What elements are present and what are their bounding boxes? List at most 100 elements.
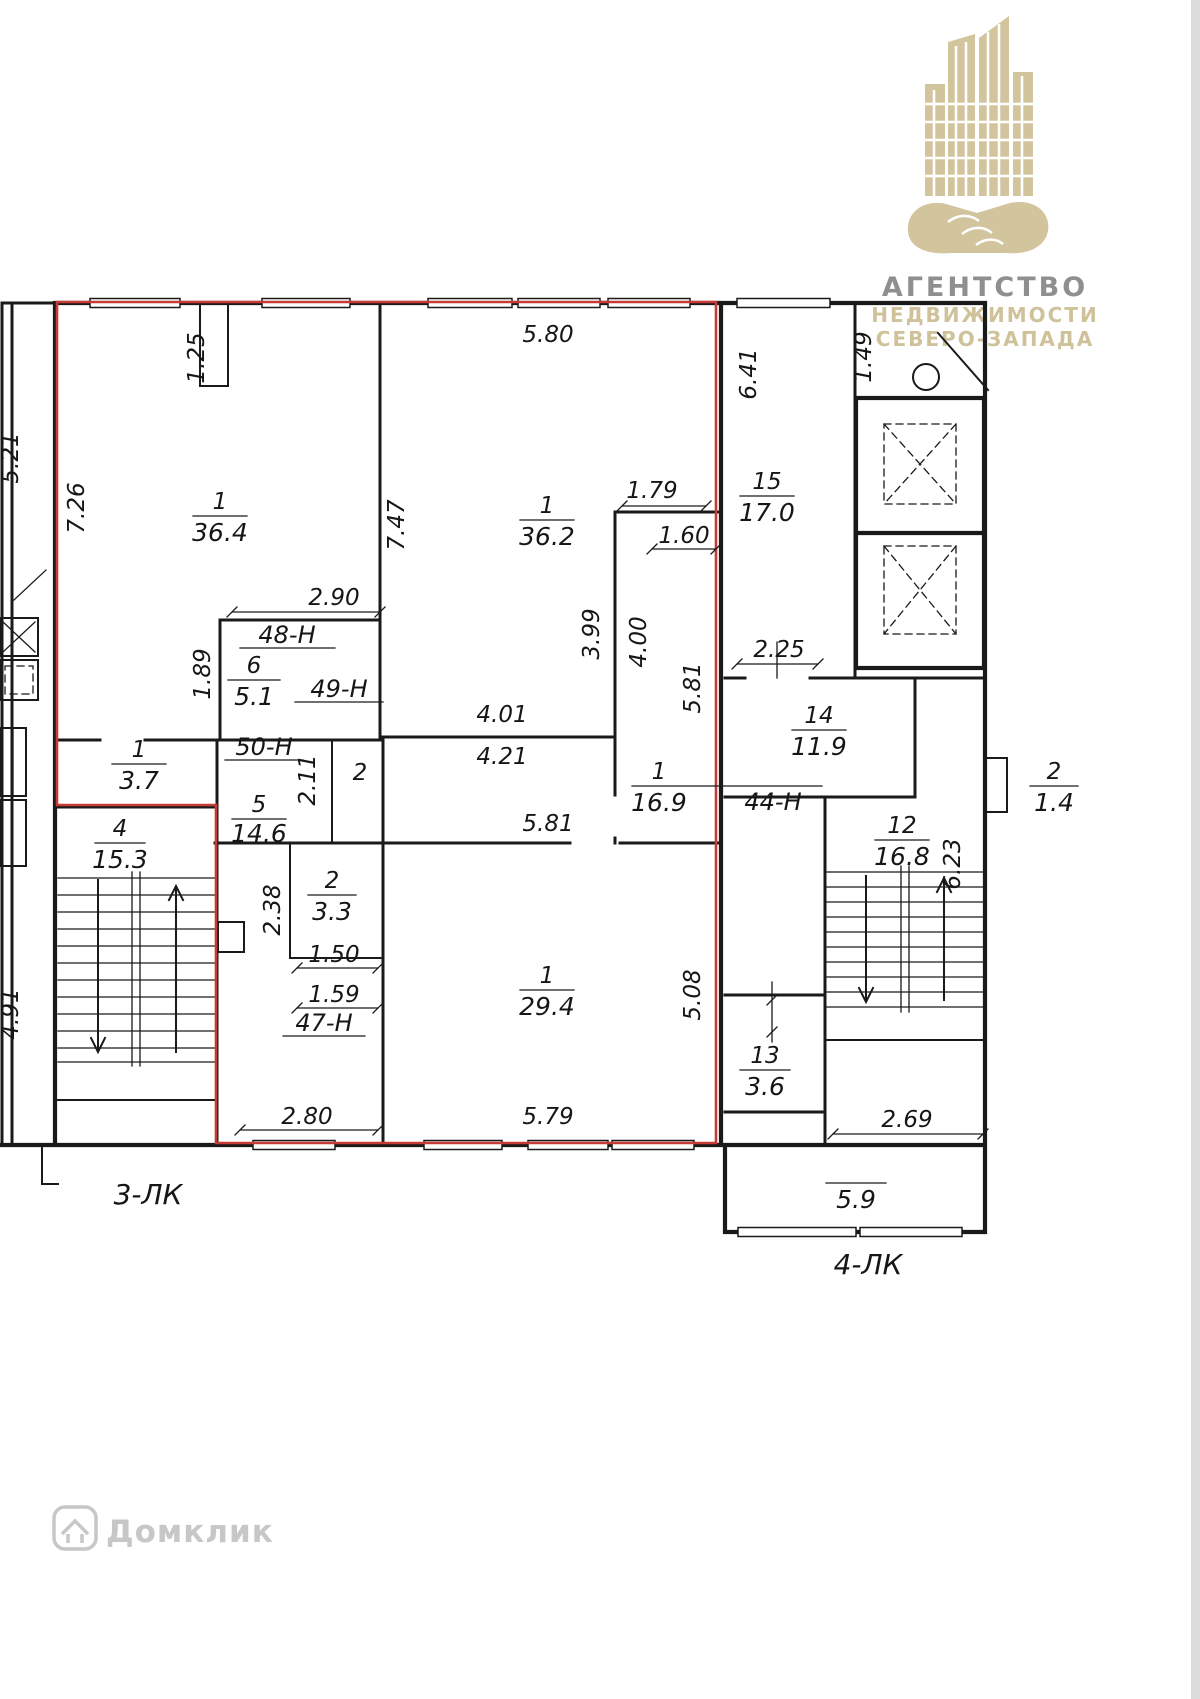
room-label-14-6: 5 14.6 xyxy=(231,792,287,848)
watermark: Домклик xyxy=(52,1505,274,1551)
room-area: 16.9 xyxy=(631,788,687,817)
room-number: 2 xyxy=(325,868,340,894)
room-number: 1 xyxy=(540,963,555,989)
up-arrow-icon xyxy=(167,883,185,902)
area-label-5-9: 5.9 xyxy=(836,1185,876,1214)
elevator-shafts xyxy=(853,363,987,671)
agency-logo: АГЕНТСТВО НЕДВИЖИМОСТИ СЕВЕРО-ЗАПАДА xyxy=(871,16,1097,351)
dim-2-69: 2.69 xyxy=(881,1107,932,1133)
dim-2-90: 2.90 xyxy=(308,585,359,611)
dim-2-25: 2.25 xyxy=(753,637,804,663)
down-arrow-icon xyxy=(89,1036,107,1055)
highlighted-apartment-outline xyxy=(55,300,718,1145)
room-area: 29.4 xyxy=(519,992,575,1021)
down-arrow-icon xyxy=(857,986,875,1005)
dim-5-81-h: 5.81 xyxy=(522,811,573,837)
room-number: 6 xyxy=(247,653,262,679)
room-label-16-8: 12 16.8 xyxy=(874,813,930,871)
room-area: 3.3 xyxy=(312,897,352,926)
room-label-15-3: 4 15.3 xyxy=(92,816,148,874)
stairs-left xyxy=(57,871,216,1067)
dim-4-91: 4.91 xyxy=(0,988,24,1039)
staircase-label-4lk: 4-ЛК xyxy=(834,1248,904,1281)
room-area: 36.2 xyxy=(519,522,575,551)
unit-label-47n: 47-Н xyxy=(295,1009,352,1037)
room-label-36-2: 1 36.2 xyxy=(519,493,575,551)
dim-6-41: 6.41 xyxy=(736,348,762,399)
room-number: 1 xyxy=(540,493,555,519)
room-number: 1 xyxy=(652,759,667,785)
dim-1-59: 1.59 xyxy=(308,982,359,1008)
room-label-17-0: 15 17.0 xyxy=(739,469,795,527)
dimension-texts-horizontal: 5.80 1.79 1.60 2.90 2.25 4.01 4.21 5.81 … xyxy=(281,322,932,1133)
right-duct xyxy=(984,757,1008,813)
dim-7-47: 7.47 xyxy=(384,499,410,551)
unit-label-49n: 49-Н xyxy=(310,675,367,703)
dim-1-60: 1.60 xyxy=(658,523,709,549)
dim-2-38: 2.38 xyxy=(260,884,286,935)
watermark-label: Домклик xyxy=(106,1514,274,1550)
misc-labels: 2 3-ЛК 4-ЛК 5.9 xyxy=(114,760,904,1281)
dim-1-50: 1.50 xyxy=(308,942,359,968)
room-label-11-9: 14 11.9 xyxy=(791,703,847,761)
room-area: 14.6 xyxy=(231,819,287,848)
room-area: 3.7 xyxy=(119,766,159,795)
dim-5-08: 5.08 xyxy=(680,969,706,1020)
room-number: 4 xyxy=(113,816,128,842)
stairs-right xyxy=(826,865,984,1013)
room-label-3-6: 13 3.6 xyxy=(745,1043,785,1101)
dimension-lines xyxy=(94,495,1079,1184)
dim-5-21: 5.21 xyxy=(0,432,24,483)
up-arrow-icon xyxy=(935,875,953,894)
room-number: 15 xyxy=(752,469,781,495)
logo-buildings-icon xyxy=(925,16,1033,196)
room-label-3-7: 1 3.7 xyxy=(119,737,159,795)
room-labels: 1 36.4 1 36.2 15 17.0 6 5.1 1 3.7 5 14.6… xyxy=(92,469,1074,1101)
room-area: 5.1 xyxy=(234,682,274,711)
room-number: 14 xyxy=(804,703,833,729)
dim-1-79: 1.79 xyxy=(626,478,677,504)
dim-5-80: 5.80 xyxy=(522,322,573,348)
dim-3-99: 3.99 xyxy=(579,608,605,659)
room-number: 13 xyxy=(750,1043,779,1069)
dim-1-89: 1.89 xyxy=(190,648,216,699)
room-label-16-9: 1 16.9 xyxy=(631,759,687,817)
room-label-5-1: 6 5.1 xyxy=(234,653,274,711)
neighbour-fixtures xyxy=(0,569,47,867)
room-area: 16.8 xyxy=(874,842,930,871)
dim-7-26: 7.26 xyxy=(64,482,90,533)
small-room-label: 2 xyxy=(353,760,368,786)
room-number: 12 xyxy=(887,813,916,839)
walls-interior xyxy=(0,301,990,1185)
dim-1-49: 1.49 xyxy=(851,331,877,382)
unit-label-48n: 48-Н xyxy=(258,621,315,649)
unit-label-44n: 44-Н xyxy=(744,788,801,816)
dimension-texts-vertical: 1.25 5.21 7.26 7.47 6.41 1.49 3.99 4.00 … xyxy=(0,331,966,1039)
dim-4-21: 4.21 xyxy=(476,744,527,770)
room-number: 1 xyxy=(132,737,147,763)
dim-2-11: 2.11 xyxy=(295,754,321,805)
staircase-label-3lk: 3-ЛК xyxy=(114,1178,184,1211)
room-label-3-3: 2 3.3 xyxy=(312,868,352,926)
dim-5-79: 5.79 xyxy=(522,1104,573,1130)
dim-6-23: 6.23 xyxy=(940,838,966,889)
dim-1-25: 1.25 xyxy=(184,332,210,383)
room-area: 36.4 xyxy=(192,518,248,547)
room-area: 1.4 xyxy=(1034,788,1074,817)
unit-labels: 48-Н 49-Н 50-Н 47-Н 44-Н xyxy=(235,621,801,1037)
room-label-1-4: 2 1.4 xyxy=(1034,759,1074,817)
room-area: 11.9 xyxy=(791,732,847,761)
room-label-36-4: 1 36.4 xyxy=(192,489,248,547)
entry-symbol-icon xyxy=(912,363,940,391)
room-number: 2 xyxy=(1047,759,1062,785)
dim-2-80: 2.80 xyxy=(281,1104,332,1130)
room-number: 1 xyxy=(213,489,228,515)
logo-handshake-icon xyxy=(907,201,1049,254)
dim-5-81-v: 5.81 xyxy=(680,662,706,713)
dim-4-01: 4.01 xyxy=(476,702,527,728)
room-area: 15.3 xyxy=(92,845,148,874)
scan-edge xyxy=(1191,0,1200,1699)
domclick-house-icon xyxy=(52,1505,98,1551)
